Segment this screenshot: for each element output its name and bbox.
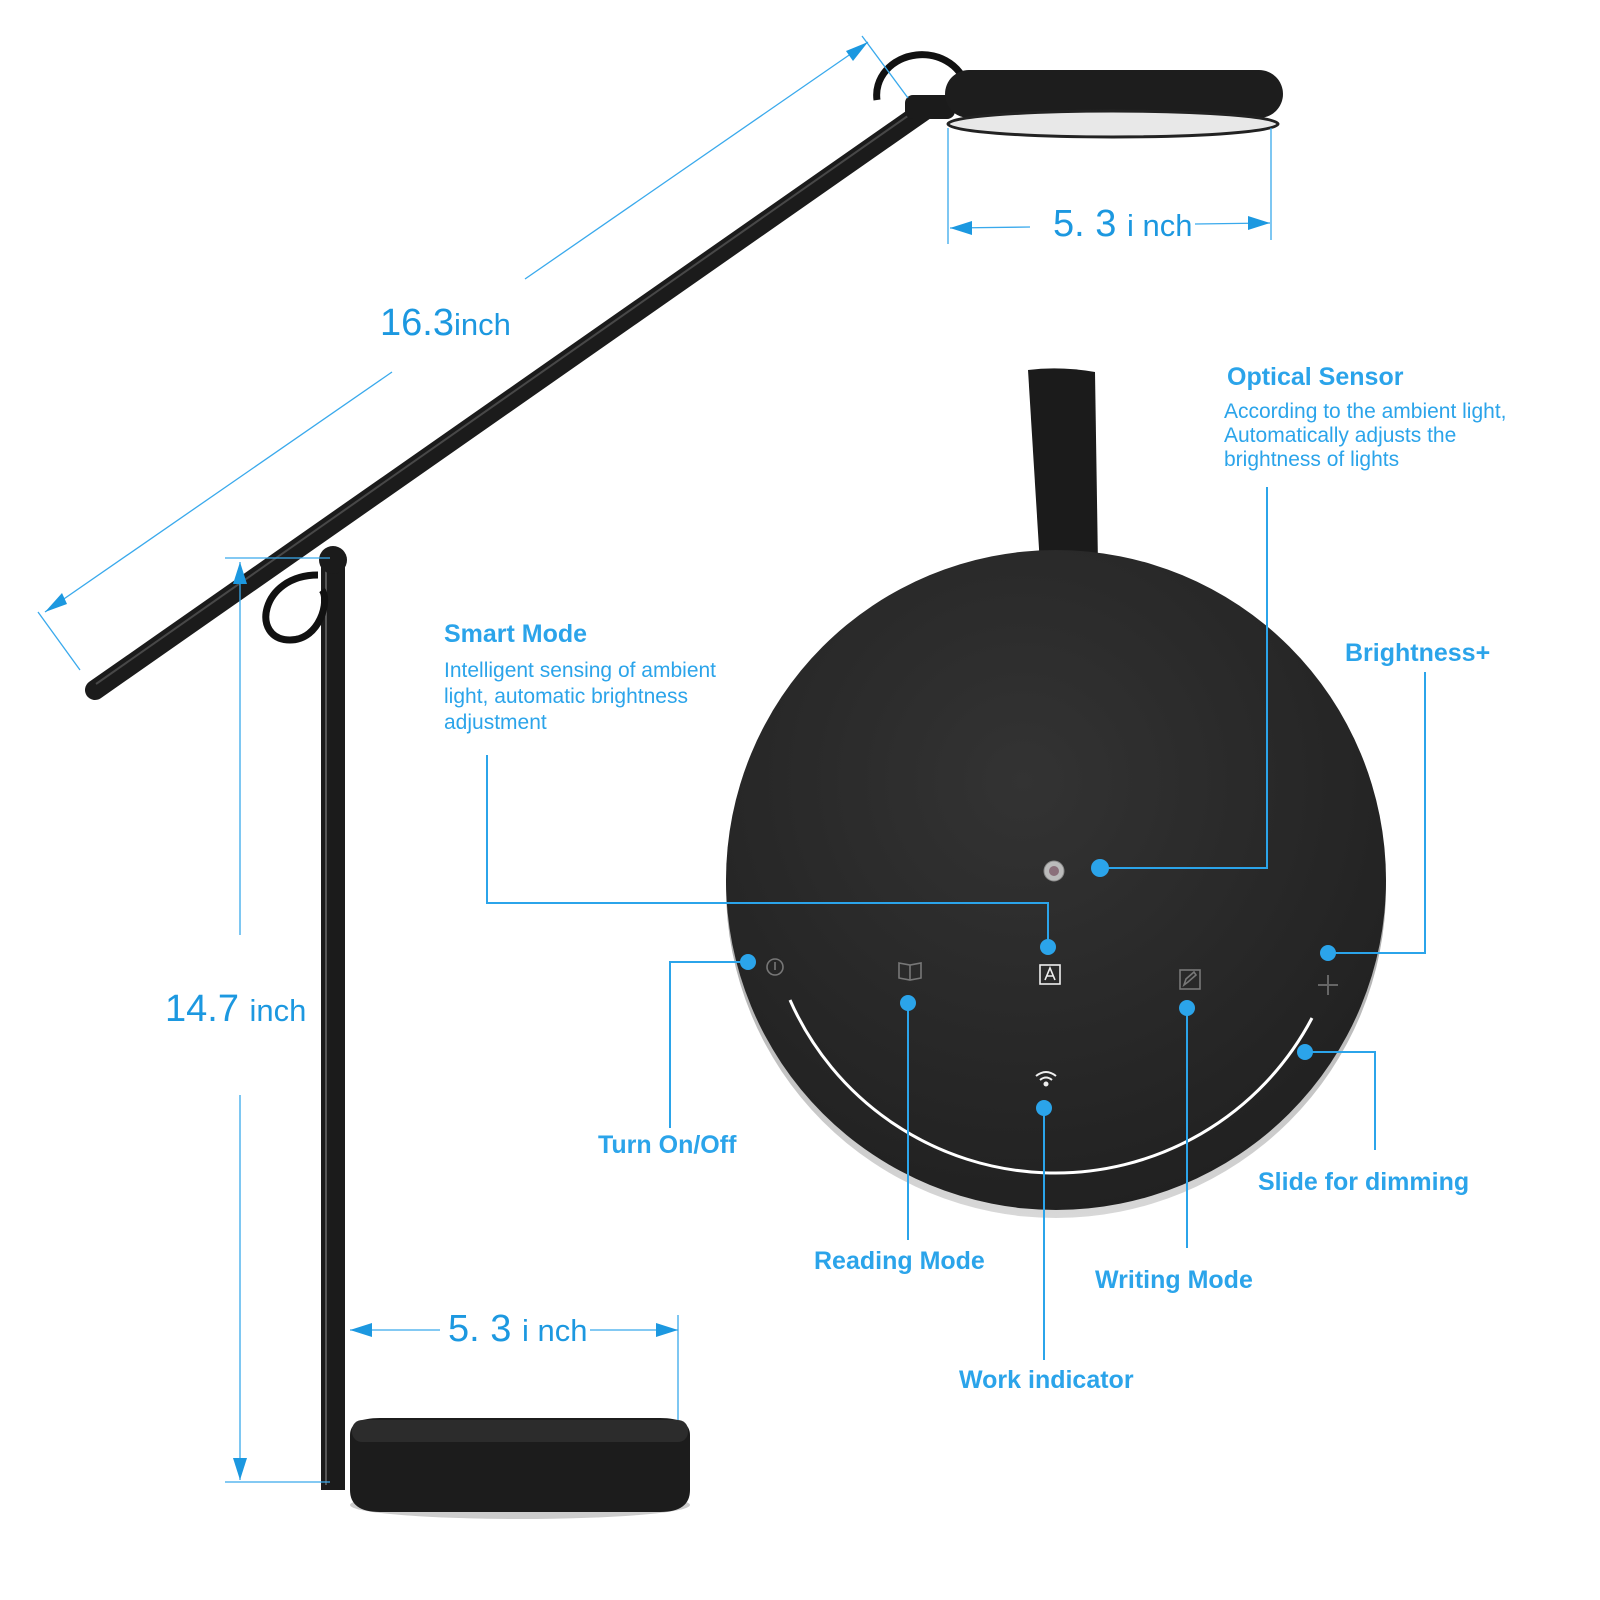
height-label: 14.7 inch: [165, 988, 306, 1031]
base-diameter-value: 5. 3: [448, 1308, 512, 1350]
head-diameter-label: 5. 3 i nch: [1053, 203, 1192, 246]
slide-dimming-title: Slide for dimming: [1258, 1168, 1470, 1196]
dot-writing: [1179, 1000, 1195, 1016]
height-unit: inch: [249, 993, 307, 1028]
pivot-joint: [319, 546, 347, 574]
optical-sensor-title: Optical Sensor: [1227, 363, 1404, 391]
base-top-view: [726, 368, 1386, 1218]
lamp-head-light: [946, 109, 1280, 139]
dot-slide: [1297, 1044, 1313, 1060]
book-icon[interactable]: [898, 962, 922, 981]
arm-length-value: 16.3: [380, 302, 454, 344]
turn-on-off-title: Turn On/Off: [598, 1131, 737, 1159]
smart-mode-title: Smart Mode: [444, 620, 588, 648]
dot-optical-sensor: [1091, 859, 1109, 877]
callout-lines: [486, 487, 1426, 1360]
dot-power: [740, 954, 756, 970]
head-joint: [905, 95, 955, 119]
lamp-arm: [85, 100, 935, 700]
arm-length-unit: inch: [453, 307, 511, 342]
height-value: 14.7: [165, 988, 239, 1030]
brightness-plus-title: Brightness+: [1345, 639, 1491, 667]
head-diameter-value: 5. 3: [1053, 203, 1117, 245]
arm-length-label: 16.3inch: [380, 302, 511, 345]
work-indicator-title: Work indicator: [959, 1366, 1134, 1394]
writing-mode-title: Writing Mode: [1095, 1266, 1253, 1294]
pole-cable-loop: [262, 571, 329, 644]
dot-brightness: [1320, 945, 1336, 961]
dot-smart-mode: [1040, 939, 1056, 955]
pen-icon[interactable]: [1179, 969, 1201, 990]
power-icon[interactable]: [766, 958, 784, 976]
lamp-head: [945, 70, 1283, 118]
lamp-side-view: [85, 51, 1283, 1519]
dimming-slider[interactable]: [788, 999, 1314, 1175]
head-diameter-unit: i nch: [1126, 208, 1193, 243]
base-diameter-label: 5. 3 i nch: [448, 1308, 587, 1351]
dot-work-indicator: [1036, 1100, 1052, 1116]
base-diameter-unit: i nch: [521, 1313, 588, 1348]
callout-dots: [740, 859, 1336, 1116]
smart-mode-desc: Intelligent sensing of ambient light, au…: [444, 659, 717, 734]
optical-sensor-desc: According to the ambient light, Automati…: [1224, 400, 1507, 471]
lamp-stem: [1028, 368, 1098, 565]
plus-icon[interactable]: [1318, 975, 1338, 995]
dot-reading: [900, 995, 916, 1011]
auto-a-icon[interactable]: [1039, 964, 1061, 985]
dimension-lines: [37, 35, 1272, 1483]
wifi-indicator-icon: [1035, 1071, 1057, 1087]
reading-mode-title: Reading Mode: [814, 1247, 985, 1275]
